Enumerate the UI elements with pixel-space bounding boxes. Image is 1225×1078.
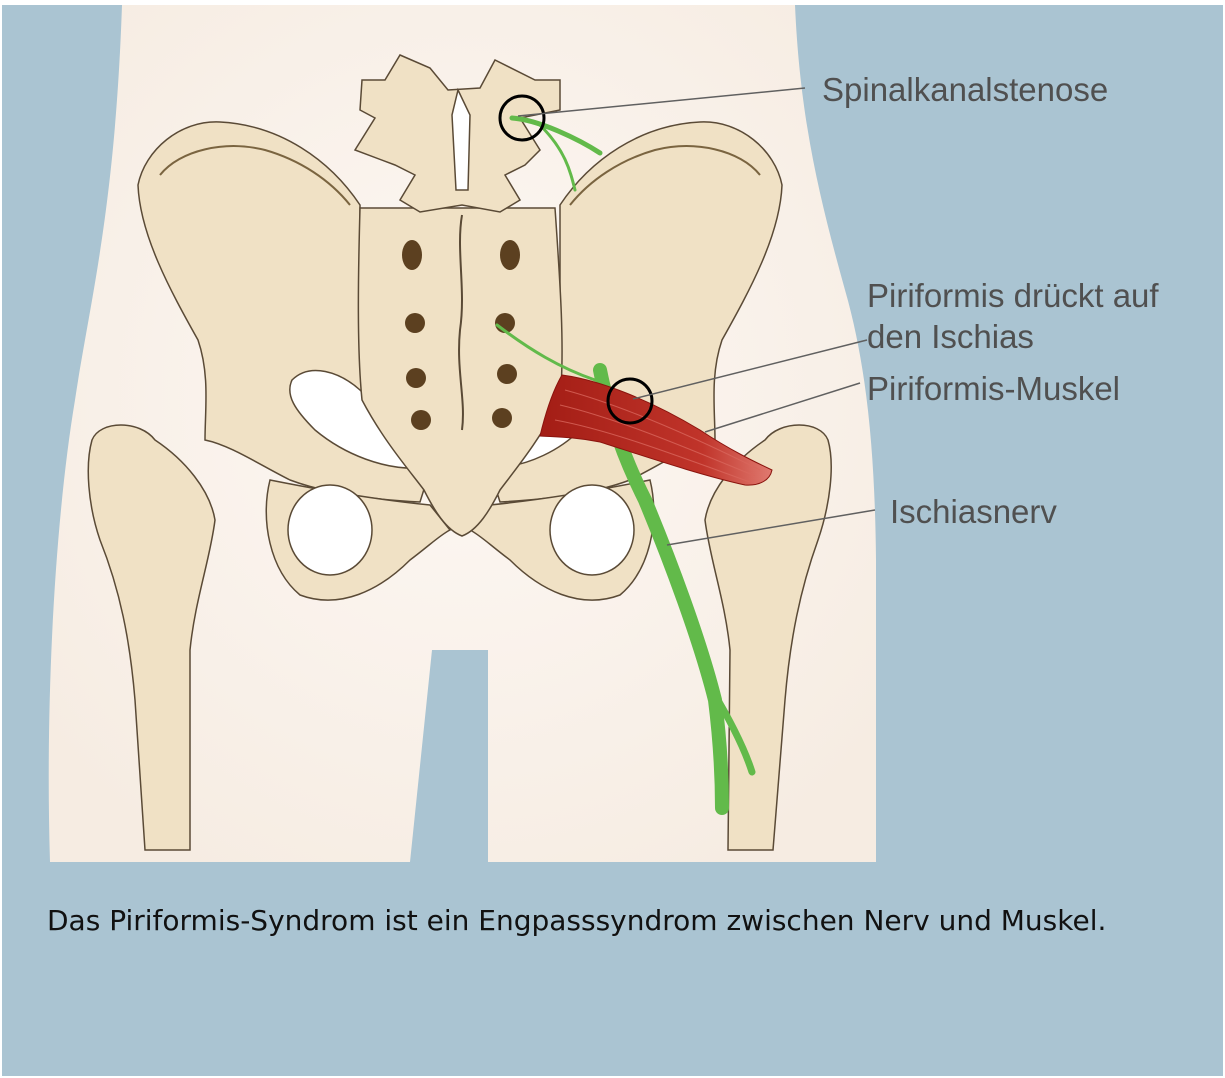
obturator-foramen-right [550,485,634,575]
label-spinalkanalstenose: Spinalkanalstenose [822,71,1108,108]
figure-caption: Das Piriformis-Syndrom ist ein Engpasssy… [47,902,1147,939]
label-ischiasnerv: Ischiasnerv [890,493,1057,530]
label-piriformis-drueckt-line1: Piriformis drückt auf [867,277,1159,314]
label-piriformis-muskel: Piriformis-Muskel [867,370,1120,407]
label-piriformis-drueckt-line2: den Ischias [867,318,1034,355]
obturator-foramen-left [288,485,372,575]
